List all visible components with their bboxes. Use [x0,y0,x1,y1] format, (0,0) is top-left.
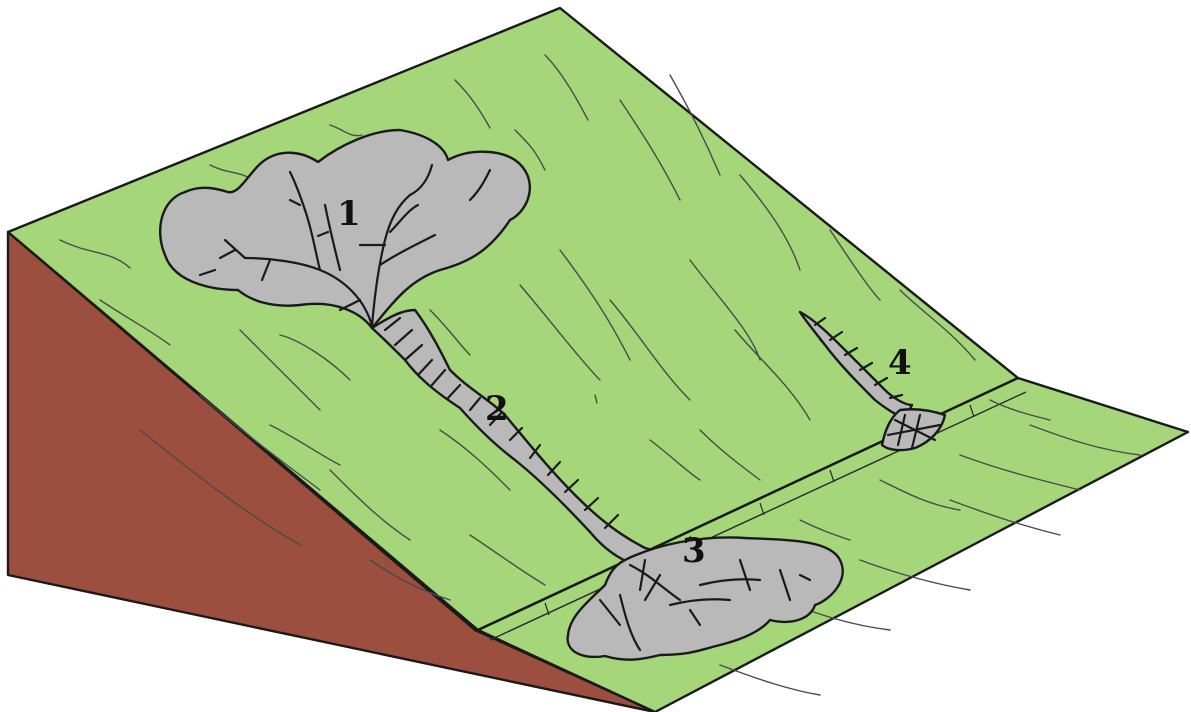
label-zone-1: 1 [337,194,361,234]
label-zone-2: 2 [485,389,509,429]
label-zone-3: 3 [682,531,706,571]
label-zone-4: 4 [888,343,912,383]
